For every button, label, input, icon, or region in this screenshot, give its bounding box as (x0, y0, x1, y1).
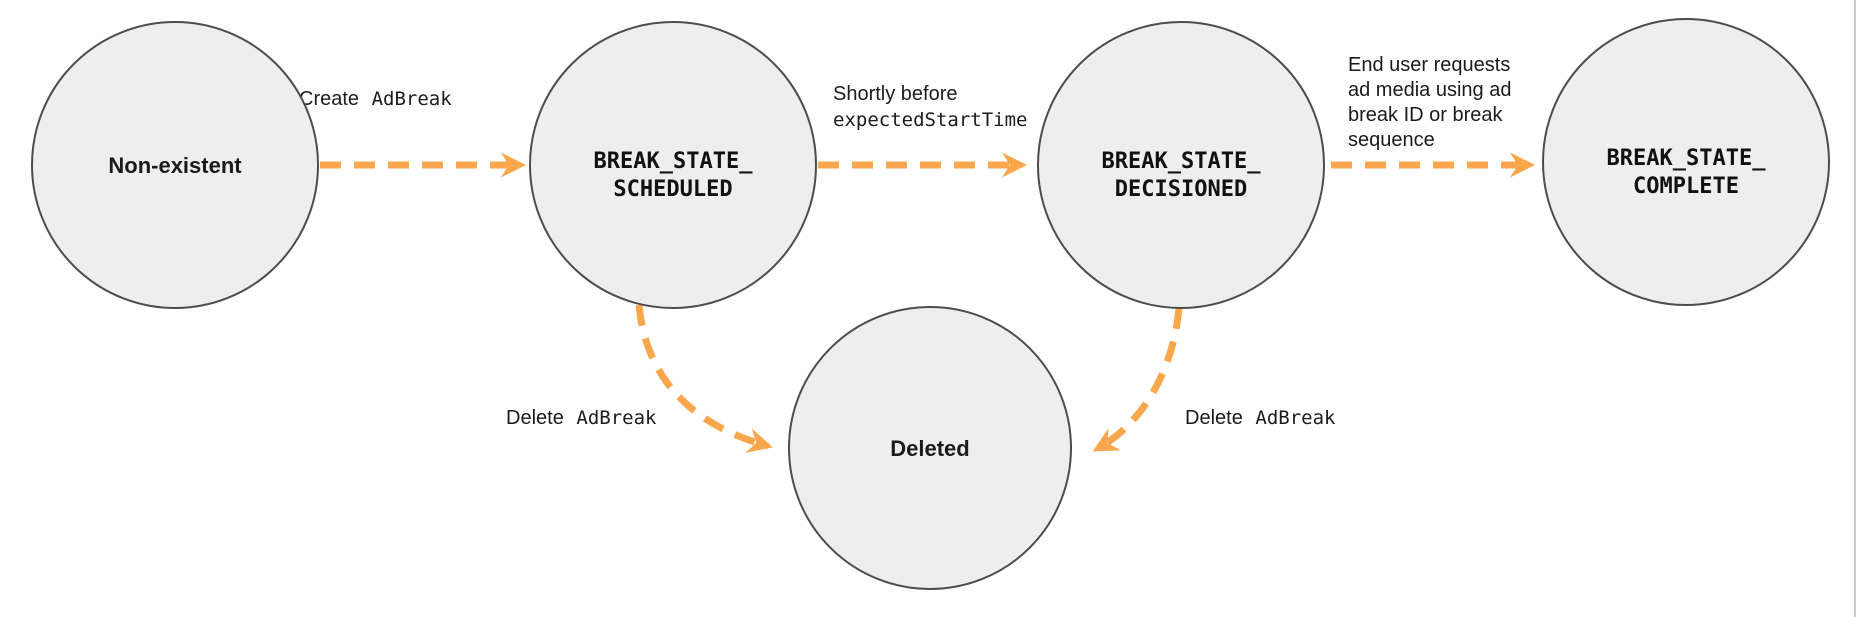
transition-label-create-adbreak: Create AdBreak (299, 88, 452, 110)
transition-label-delete-adbreak-left: Delete AdBreak (506, 407, 657, 429)
state-label: Non-existent (108, 153, 242, 178)
state-label-line1: BREAK_STATE_ (1102, 149, 1262, 174)
transition-label-delete-adbreak-right: Delete AdBreak (1185, 407, 1336, 429)
transition-label-end-user-line2: ad media using ad (1348, 79, 1511, 101)
transition-arrow-delete-adbreak-right (1092, 307, 1183, 453)
transition-label-expectedstarttime: expectedStartTime (833, 109, 1027, 131)
state-label-line1: BREAK_STATE_ (1607, 146, 1767, 171)
transition-label-end-user-line4: sequence (1348, 129, 1435, 151)
transition-label-code: AdBreak (372, 88, 453, 110)
state-label-line2: DECISIONED (1115, 177, 1247, 202)
state-circle (1037, 21, 1325, 309)
state-node-deleted: Deleted (788, 306, 1072, 590)
transition-arrow-delete-adbreak-left (635, 304, 773, 453)
transition-label-end-user-line3: break ID or break (1348, 104, 1504, 126)
state-node-break-state-complete: BREAK_STATE_ COMPLETE (1542, 18, 1830, 306)
state-node-non-existent: Non-existent (31, 21, 319, 309)
transition-label-code: AdBreak (576, 407, 657, 429)
transition-label-end-user-line1: End user requests (1348, 54, 1510, 76)
transition-label-plain: Delete (506, 407, 564, 429)
state-label: Deleted (890, 436, 969, 461)
state-circle (31, 21, 319, 309)
transition-label-plain: Delete (1185, 407, 1243, 429)
transition-label-plain: Create (299, 88, 359, 110)
state-label-line1: BREAK_STATE_ (594, 149, 754, 174)
state-circle (529, 21, 817, 309)
transition-label-code: AdBreak (1255, 407, 1336, 429)
state-circle (1542, 18, 1830, 306)
state-label-line2: COMPLETE (1633, 174, 1739, 199)
state-label-line2: SCHEDULED (613, 177, 732, 202)
state-node-break-state-decisioned: BREAK_STATE_ DECISIONED (1037, 21, 1325, 309)
transition-label-shortly-before: Shortly before (833, 83, 958, 105)
state-node-break-state-scheduled: BREAK_STATE_ SCHEDULED (529, 21, 817, 309)
state-circle (788, 306, 1072, 590)
